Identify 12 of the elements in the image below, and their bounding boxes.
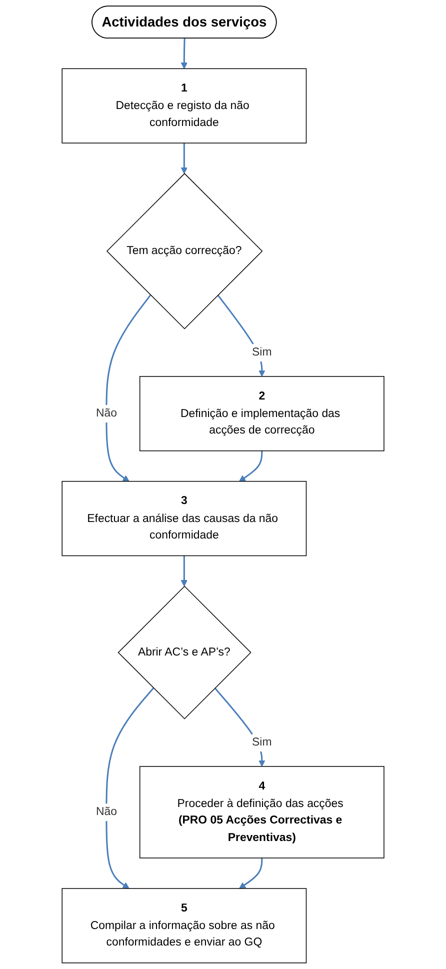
edge-label: Sim [252,344,272,362]
edge-label: Não [96,405,117,422]
process-box: 5 Compilar a informação sobre as não conformidades e enviar ao GQ [62,888,307,964]
decision-diamond: Tem acção correcção? [106,173,263,330]
decision-diamond: Abrir AC’s e AP’s? [118,586,252,720]
edge-label: Sim [252,734,272,752]
process-box: 4 Proceder à definição das acções (PRO 05 Acções Correctivas e Preventivas) [139,766,384,858]
process-box: 2 Definição e implementação das acções de correcção [139,376,384,452]
terminal-node: Actividades dos serviços [92,6,277,39]
edge-label: Não [96,804,117,821]
process-box: 1 Detecção e registo da não conformidade [62,68,307,144]
process-box: 3 Efectuar a análise das causas da não conformidade [62,480,307,556]
